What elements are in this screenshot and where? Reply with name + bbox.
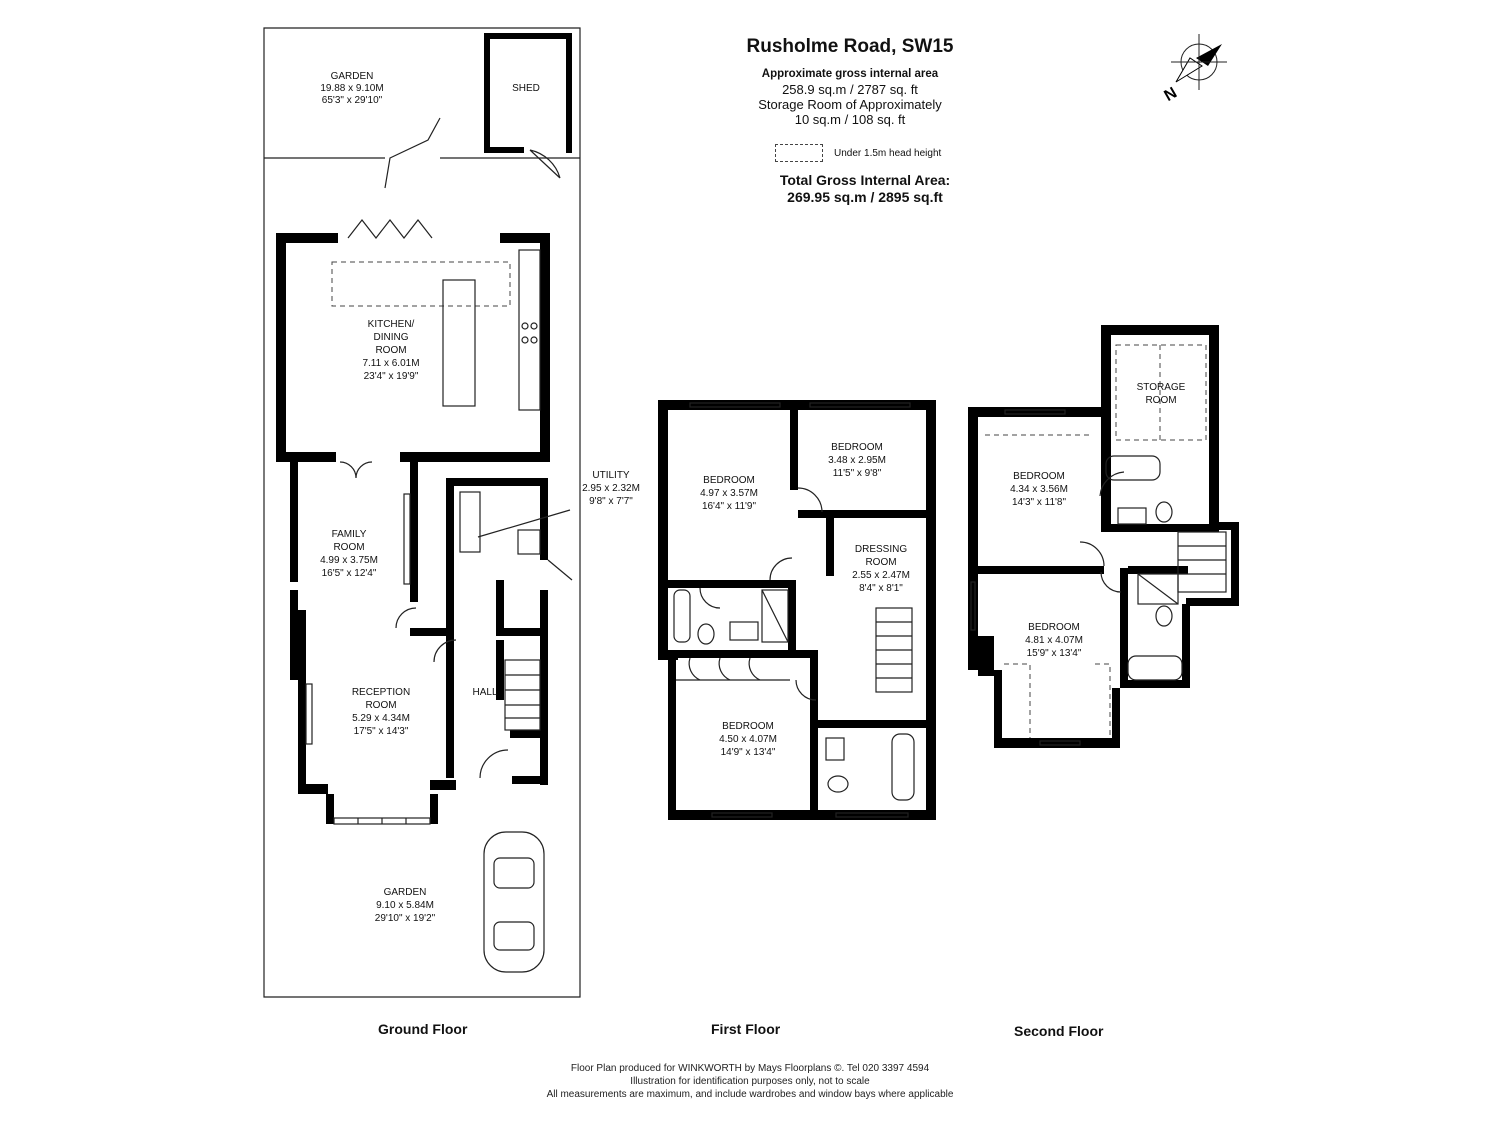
room-label-hall: HALL bbox=[472, 687, 497, 698]
room-label-f-bedroom1-1: BEDROOM bbox=[703, 475, 755, 486]
room-label-s-bedroom1-3: 14'3" x 11'8" bbox=[1012, 497, 1067, 508]
room-label-reception-1: RECEPTION bbox=[352, 687, 410, 698]
footer-line-1: Floor Plan produced for WINKWORTH by May… bbox=[570, 1063, 930, 1074]
room-label-kitchen-5: 23'4" x 19'9" bbox=[364, 371, 419, 382]
floor-name-second: Second Floor bbox=[1014, 1023, 1104, 1039]
plan-header: Rusholme Road, SW15 Approximate gross in… bbox=[700, 36, 1000, 127]
room-label-s-bedroom2-2: 4.81 x 4.07M bbox=[1025, 635, 1083, 646]
room-label-f-bedroom2-3: 11'5" x 9'8" bbox=[833, 468, 882, 479]
room-label-shed: SHED bbox=[512, 83, 540, 94]
room-label-reception-2: ROOM bbox=[365, 700, 396, 711]
total-value: 269.95 sq.m / 2895 sq.ft bbox=[787, 189, 943, 205]
room-label-f-dressing-2: ROOM bbox=[865, 557, 896, 568]
room-label-family-2: ROOM bbox=[333, 542, 364, 553]
north-arrow-icon: N bbox=[1162, 34, 1227, 105]
storage-caption: Storage Room of Approximately bbox=[758, 97, 942, 112]
room-label-s-bedroom1-2: 4.34 x 3.56M bbox=[1010, 484, 1068, 495]
room-label-family-3: 4.99 x 3.75M bbox=[320, 555, 378, 566]
footer-line-3: All measurements are maximum, and includ… bbox=[546, 1089, 954, 1100]
room-label-kitchen-2: DINING bbox=[374, 332, 409, 343]
legend-swatch bbox=[775, 144, 823, 162]
room-label-f-bedroom1-3: 16'4" x 11'9" bbox=[702, 501, 757, 512]
room-label-garden-front-3: 29'10" x 19'2" bbox=[375, 913, 436, 924]
room-label-family-4: 16'5" x 12'4" bbox=[322, 568, 377, 579]
second-floor-plan bbox=[968, 325, 1239, 748]
room-label-reception-3: 5.29 x 4.34M bbox=[352, 713, 410, 724]
room-label-family-1: FAMILY bbox=[332, 529, 367, 540]
total-label: Total Gross Internal Area: bbox=[779, 172, 951, 188]
room-label-utility-2: 2.95 x 2.32M bbox=[582, 483, 640, 494]
room-label-f-bedroom1-2: 4.97 x 3.57M bbox=[700, 488, 758, 499]
room-label-kitchen-1: KITCHEN/ bbox=[368, 319, 415, 330]
area-caption: Approximate gross internal area bbox=[761, 68, 939, 80]
total-area: Total Gross Internal Area: 269.95 sq.m /… bbox=[740, 172, 990, 206]
room-label-garden-front-2: 9.10 x 5.84M bbox=[376, 900, 434, 911]
first-floor-plan bbox=[658, 400, 936, 820]
room-label-kitchen-4: 7.11 x 6.01M bbox=[362, 358, 419, 369]
car-icon bbox=[483, 831, 545, 973]
storage-value: 10 sq.m / 108 sq. ft bbox=[794, 112, 906, 127]
room-label-utility-1: UTILITY bbox=[592, 470, 630, 481]
ground-floor-plan bbox=[263, 27, 581, 998]
room-label-s-bedroom2-3: 15'9" x 13'4" bbox=[1027, 648, 1082, 659]
footer-line-2: Illustration for identification purposes… bbox=[630, 1076, 870, 1087]
room-label-f-bedroom2-1: BEDROOM bbox=[831, 442, 883, 453]
room-label-f-bedroom2-2: 3.48 x 2.95M bbox=[828, 455, 886, 466]
floor-name-first: First Floor bbox=[711, 1021, 781, 1037]
room-label-s-storage-2: ROOM bbox=[1145, 395, 1176, 406]
room-label-f-bedroom3-2: 4.50 x 4.07M bbox=[719, 734, 777, 745]
room-label-garden-rear-2: 19.88 x 9.10M bbox=[320, 83, 383, 94]
room-label-garden-rear-1: GARDEN bbox=[331, 71, 374, 82]
room-label-f-dressing-1: DRESSING bbox=[855, 544, 907, 555]
legend-text: Under 1.5m head height bbox=[834, 148, 942, 159]
room-label-kitchen-3: ROOM bbox=[375, 345, 406, 356]
room-label-garden-rear-3: 65'3" x 29'10" bbox=[322, 95, 383, 106]
room-label-s-bedroom2-1: BEDROOM bbox=[1028, 622, 1080, 633]
room-label-f-dressing-3: 2.55 x 2.47M bbox=[852, 570, 910, 581]
room-label-garden-front-1: GARDEN bbox=[384, 887, 427, 898]
area-value: 258.9 sq.m / 2787 sq. ft bbox=[782, 82, 918, 97]
floor-name-ground: Ground Floor bbox=[378, 1021, 468, 1037]
room-label-s-storage-1: STORAGE bbox=[1137, 382, 1186, 393]
property-title: Rusholme Road, SW15 bbox=[746, 36, 954, 57]
room-label-f-bedroom3-1: BEDROOM bbox=[722, 721, 774, 732]
plan-footer: Floor Plan produced for WINKWORTH by May… bbox=[0, 1062, 1500, 1101]
room-label-reception-4: 17'5" x 14'3" bbox=[354, 726, 409, 737]
north-letter: N bbox=[1162, 84, 1181, 105]
room-label-f-dressing-4: 8'4" x 8'1" bbox=[859, 583, 903, 594]
room-label-s-bedroom1-1: BEDROOM bbox=[1013, 471, 1065, 482]
room-label-f-bedroom3-3: 14'9" x 13'4" bbox=[721, 747, 776, 758]
room-label-utility-3: 9'8" x 7'7" bbox=[589, 496, 633, 507]
